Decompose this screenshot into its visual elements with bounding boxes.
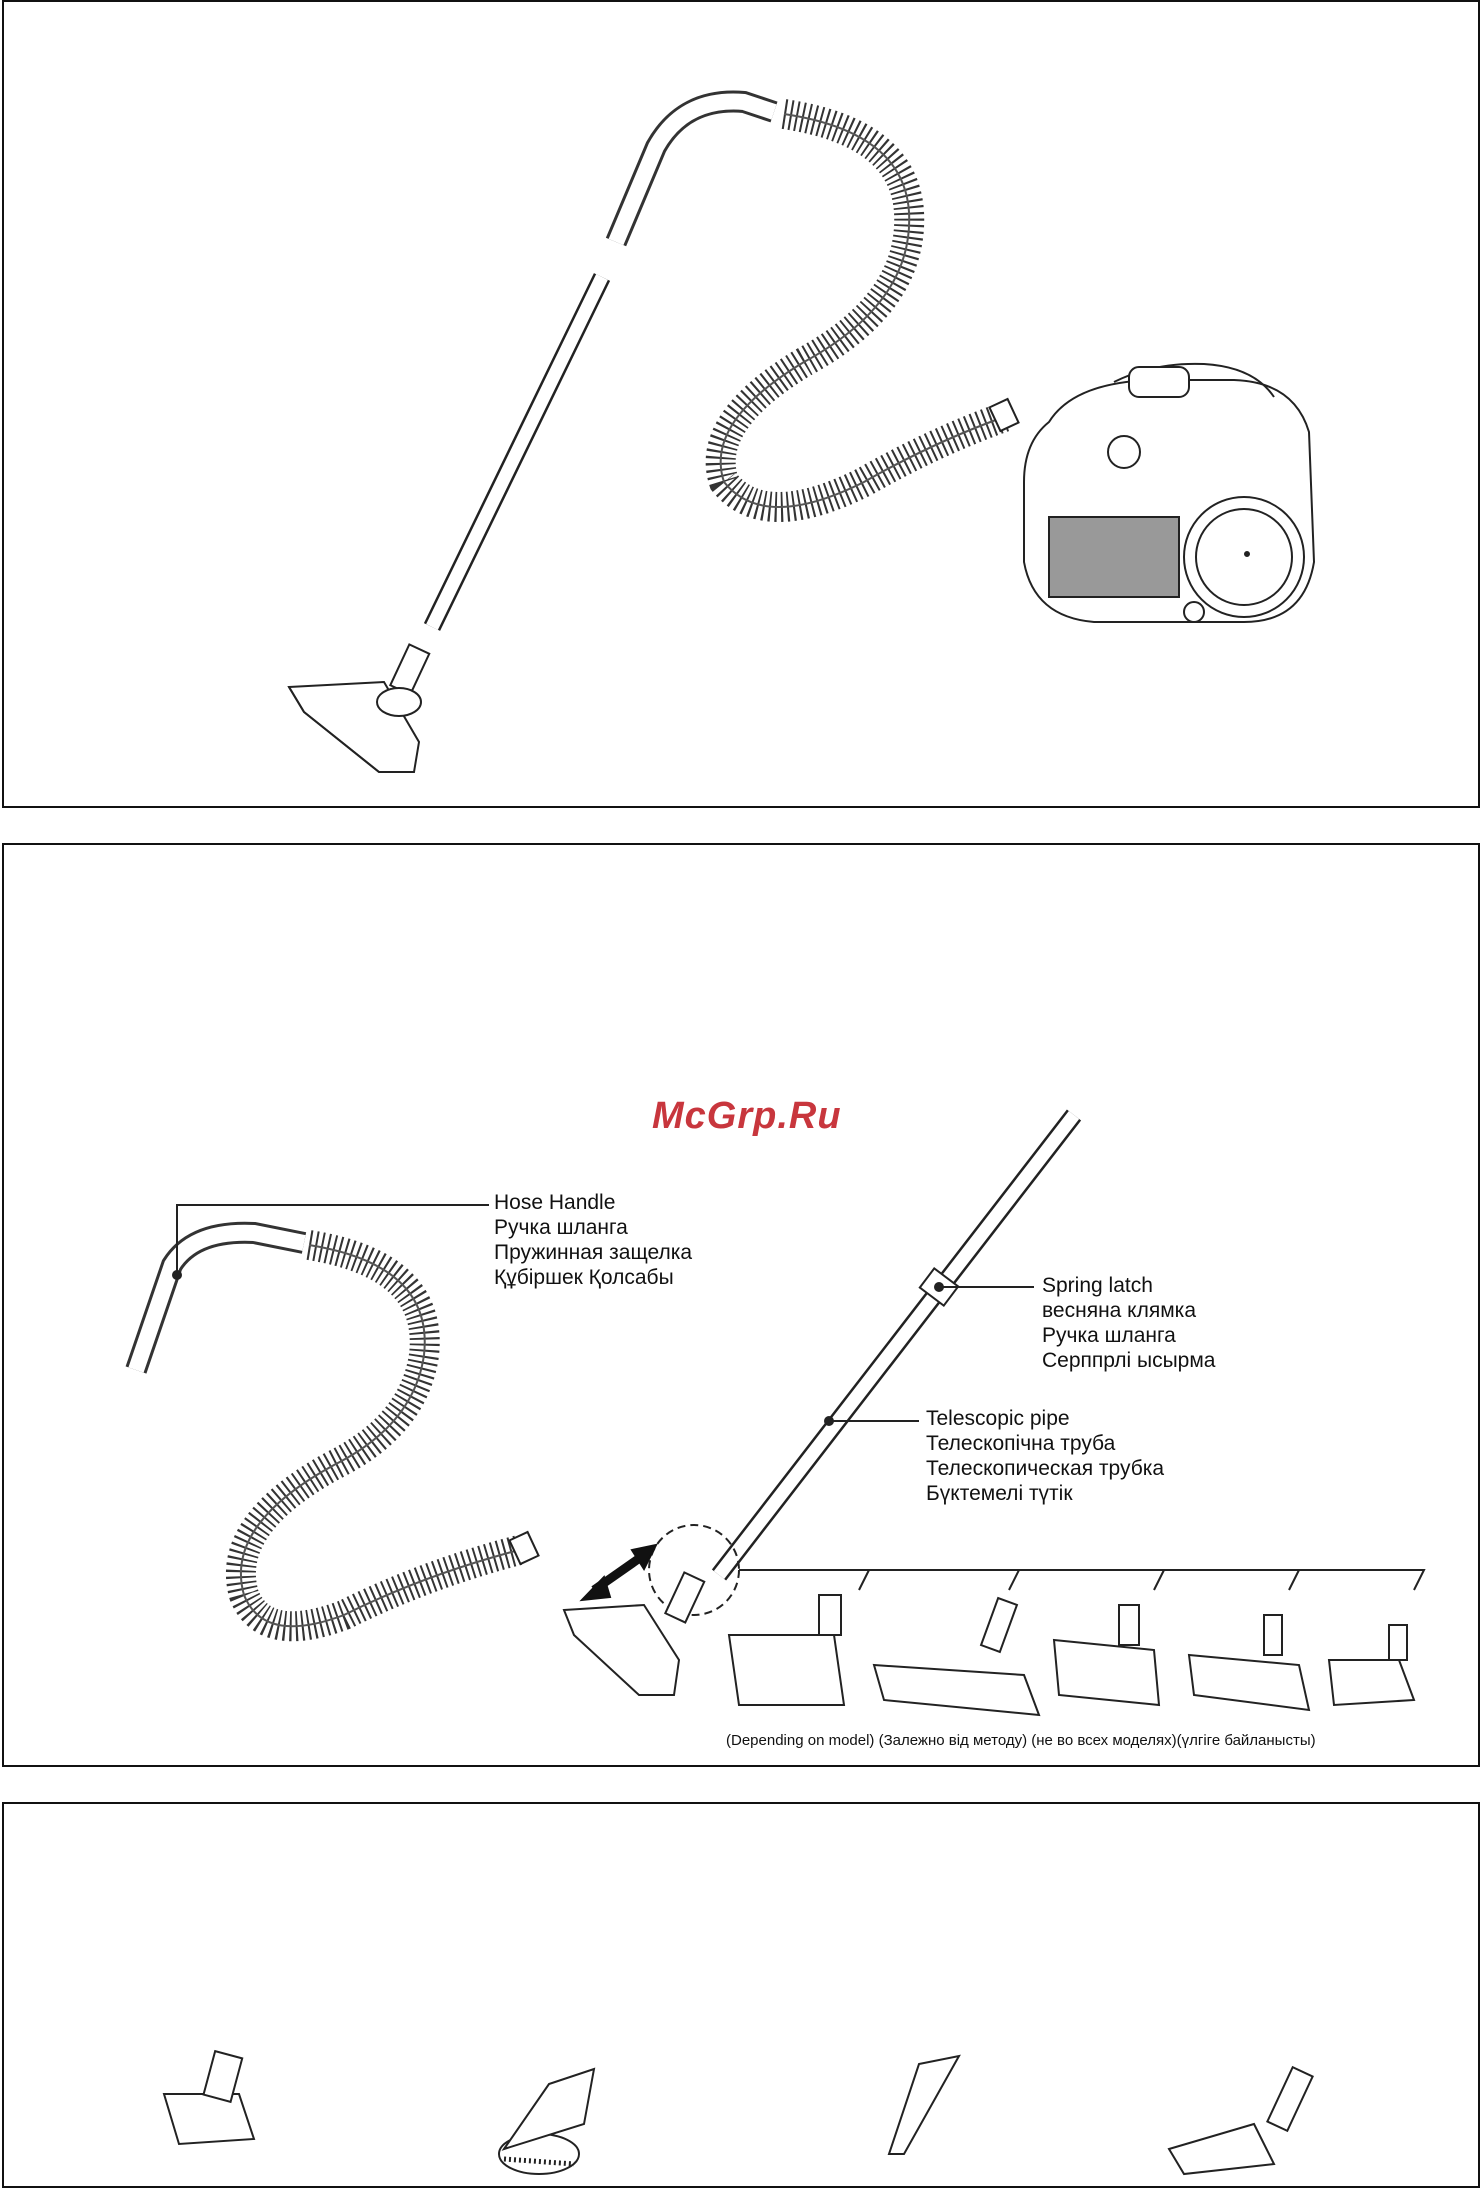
turbo-nozzle-option (729, 1595, 844, 1705)
panel-accessories (2, 1802, 1480, 2188)
spring-latch-label: Spring latch весняна клямка Ручка шланга… (1042, 1273, 1215, 1373)
label-line-en: Telescopic pipe (926, 1406, 1164, 1431)
label-line-uk: Телескопічна труба (926, 1431, 1164, 1456)
flat-nozzle-option (874, 1598, 1039, 1715)
parts-labeled-illustration (4, 845, 1482, 1769)
label-line-kk: Серппрлі ысырма (1042, 1348, 1215, 1373)
model-caption: (Depending on model) (Залежно від методу… (726, 1732, 1316, 1749)
crevice-tool-part (889, 2056, 959, 2154)
label-line-kk: Бүктемелі түтік (926, 1481, 1164, 1506)
panel-assembly-overview (2, 0, 1480, 808)
vacuum-assembly-illustration (4, 2, 1482, 810)
upholstery-tool-part (164, 2051, 254, 2144)
accessories-illustration (4, 1804, 1482, 2190)
label-line-uk: Ручка шланга (494, 1215, 692, 1240)
hard-floor-nozzle-option (1189, 1615, 1309, 1710)
hose-part (721, 114, 1004, 507)
label-line-en: Hose Handle (494, 1190, 692, 1215)
panel-parts-labels: McGrp.Ru Hose Handle Ручка шланга Пружин… (2, 843, 1480, 1767)
pet-nozzle-option (1054, 1605, 1159, 1705)
model-options-bracket (739, 1570, 1424, 1590)
watermark-text: McGrp.Ru (652, 1095, 842, 1138)
dusting-brush-part (499, 2069, 594, 2174)
mini-turbo-brush-part (1169, 2067, 1313, 2174)
telescopic-pipe-label: Telescopic pipe Телескопічна труба Телес… (926, 1406, 1164, 1506)
floor-nozzle-part (564, 1572, 704, 1695)
label-line-kk: Құбіршек Қолсабы (494, 1265, 692, 1290)
label-line-ru: Телескопическая трубка (926, 1456, 1164, 1481)
label-line-en: Spring latch (1042, 1273, 1215, 1298)
mini-turbo-nozzle-option (1329, 1625, 1414, 1705)
label-line-ru: Ручка шланга (1042, 1323, 1215, 1348)
vacuum-body-part (1024, 364, 1314, 622)
label-line-ru: Пружинная защелка (494, 1240, 692, 1265)
hose-handle-label: Hose Handle Ручка шланга Пружинная защел… (494, 1190, 692, 1290)
label-line-uk: весняна клямка (1042, 1298, 1215, 1323)
floor-nozzle-part (289, 644, 429, 772)
